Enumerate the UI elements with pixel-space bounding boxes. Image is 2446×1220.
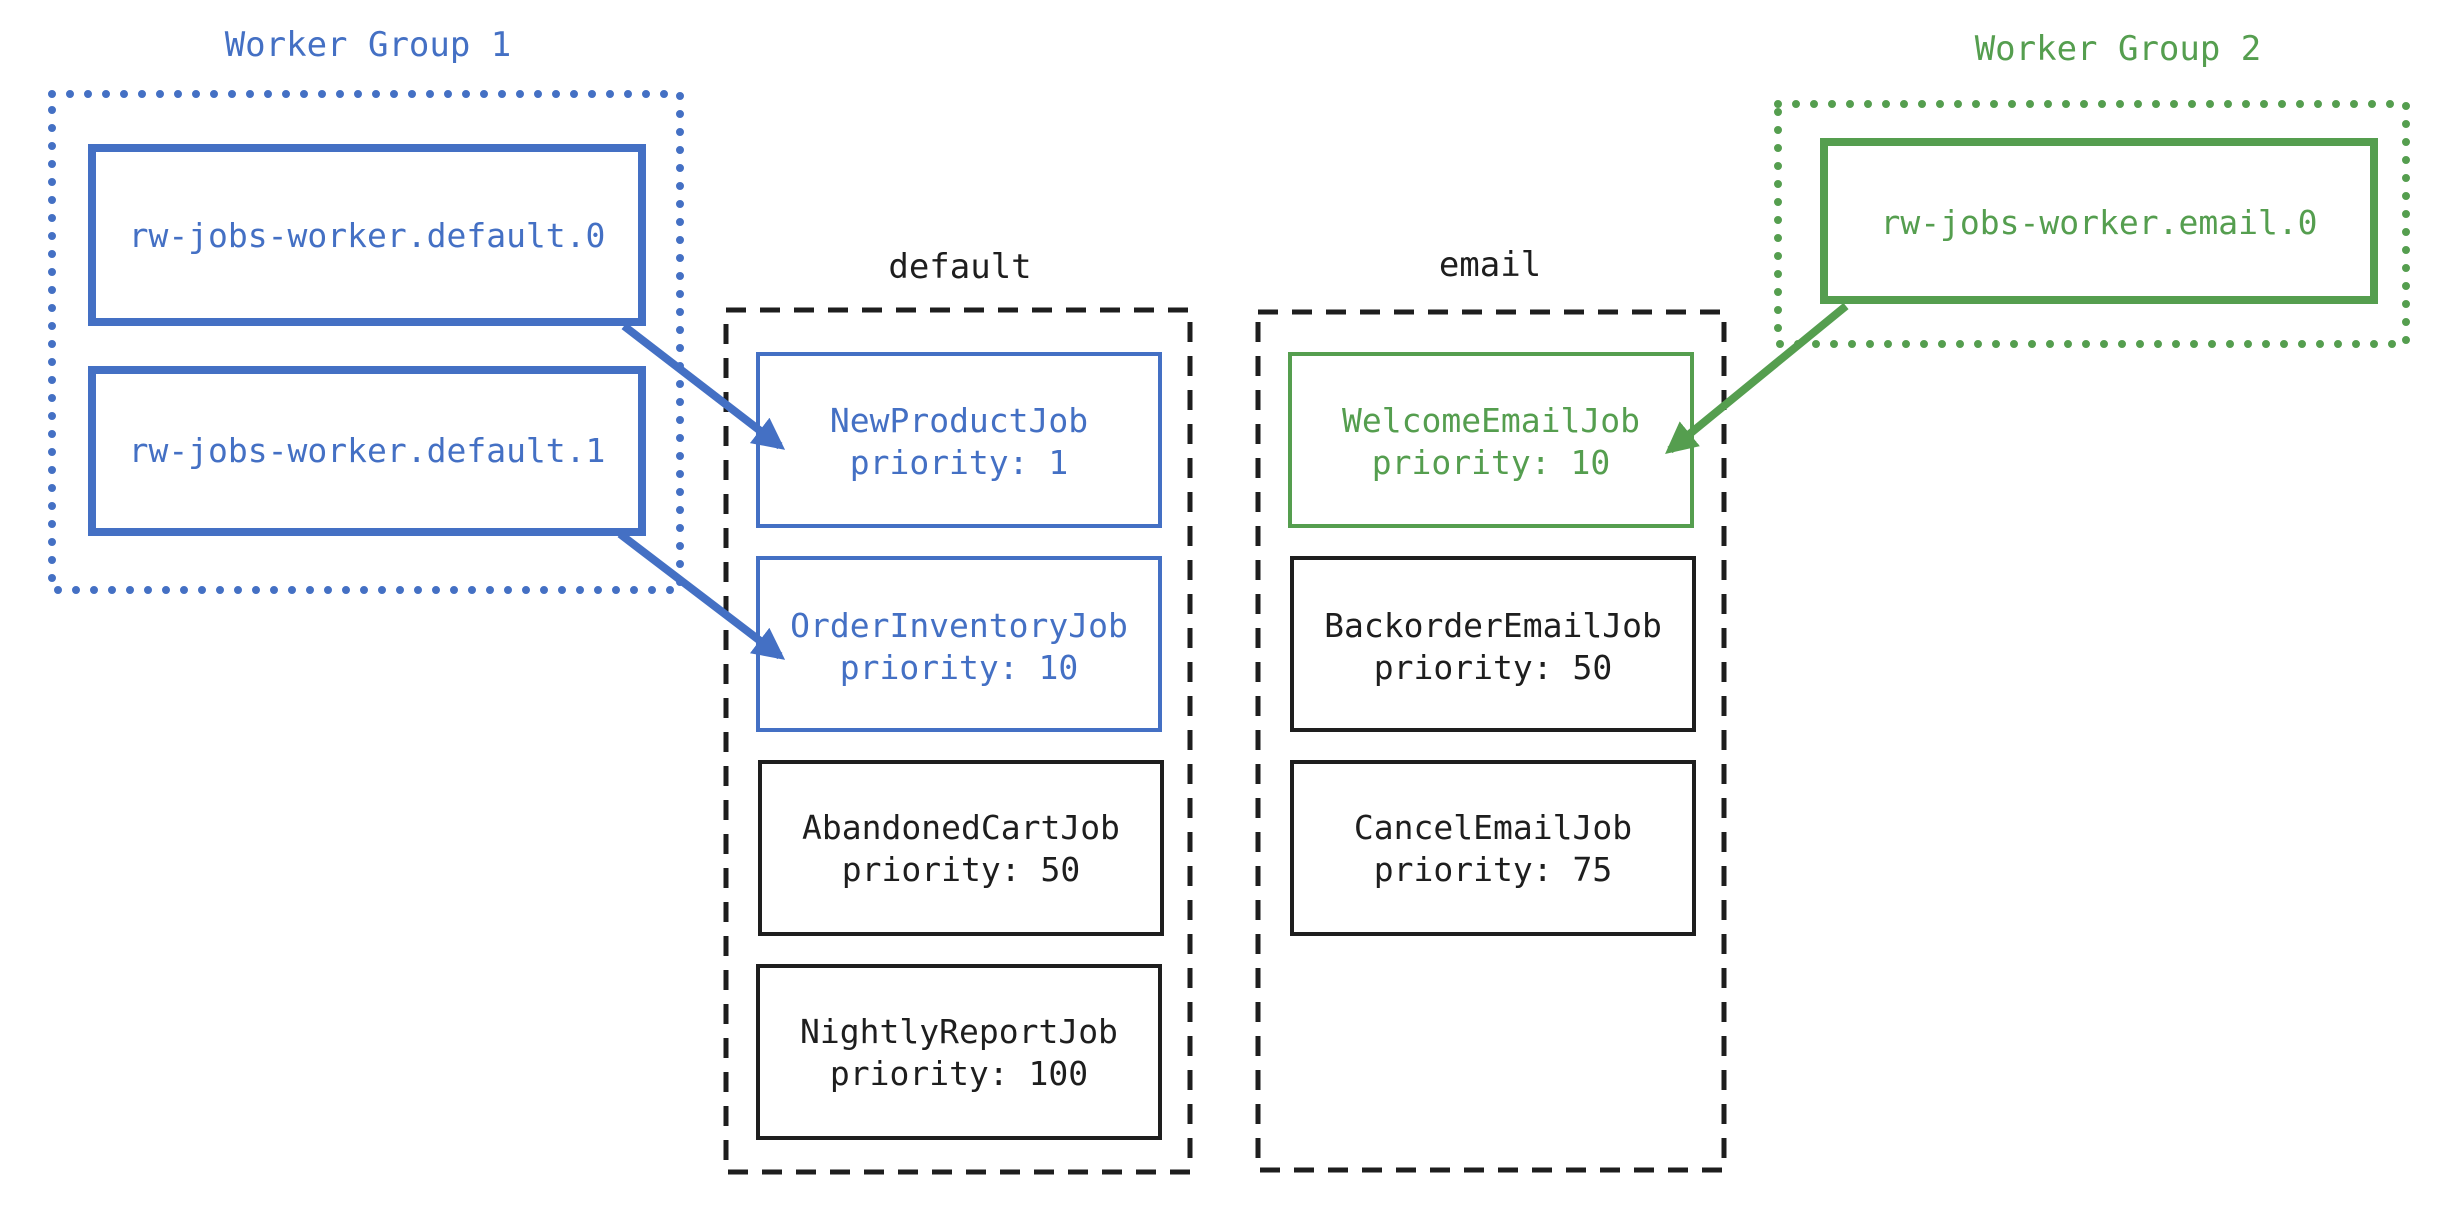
queue-email-title: email — [1439, 245, 1541, 285]
job-name: NewProductJob — [830, 401, 1088, 440]
worker-name: rw-jobs-worker.default.0 — [129, 216, 606, 255]
job-box-frame — [756, 352, 1162, 528]
worker-box: rw-jobs-worker.default.0 — [88, 144, 646, 326]
job-priority: priority: 100 — [830, 1054, 1088, 1093]
job-priority: priority: 50 — [842, 850, 1080, 889]
job-box: AbandonedCartJob priority: 50 — [758, 760, 1164, 936]
job-name: CancelEmailJob — [1354, 808, 1632, 847]
queue-default-title: default — [888, 247, 1031, 287]
job-name: WelcomeEmailJob — [1342, 401, 1640, 440]
job-box-frame — [756, 556, 1162, 732]
job-box-frame — [756, 964, 1162, 1140]
worker-box: rw-jobs-worker.email.0 — [1820, 138, 2378, 304]
arrow-worker-default-0-to-new-product-job — [621, 322, 786, 450]
job-box-frame — [758, 760, 1164, 936]
job-priority: priority: 50 — [1374, 648, 1612, 687]
job-box-frame — [1290, 760, 1696, 936]
worker-name: rw-jobs-worker.email.0 — [1880, 203, 2317, 242]
job-priority: priority: 1 — [850, 443, 1069, 482]
arrow-worker-email-0-to-welcome-email-job — [1665, 302, 1849, 455]
worker-group-2: Worker Group 2 rw-jobs-worker.email.0 — [1774, 29, 2410, 348]
job-name: AbandonedCartJob — [802, 808, 1120, 847]
job-priority: priority: 75 — [1374, 850, 1612, 889]
job-box: OrderInventoryJob priority: 10 — [756, 556, 1162, 732]
job-priority: priority: 10 — [1372, 443, 1610, 482]
worker-group-1-title: Worker Group 1 — [225, 25, 512, 65]
job-name: NightlyReportJob — [800, 1012, 1118, 1051]
job-box: CancelEmailJob priority: 75 — [1290, 760, 1696, 936]
queue-email-boundary — [1255, 309, 1727, 1173]
job-box-frame — [1288, 352, 1694, 528]
job-box: NewProductJob priority: 1 — [756, 352, 1162, 528]
worker-group-1: Worker Group 1 rw-jobs-worker.default.0 … — [48, 25, 684, 594]
job-name: OrderInventoryJob — [790, 606, 1128, 645]
arrow-worker-default-1-to-order-inventory-job — [617, 530, 786, 660]
job-name: BackorderEmailJob — [1324, 606, 1662, 645]
worker-group-1-boundary — [48, 90, 684, 594]
job-box: WelcomeEmailJob priority: 10 — [1288, 352, 1694, 528]
worker-box-frame — [1820, 138, 2378, 304]
worker-name: rw-jobs-worker.default.1 — [129, 431, 606, 470]
worker-group-2-title: Worker Group 2 — [1975, 29, 2262, 69]
worker-box-frame — [88, 144, 646, 326]
queue-email: email WelcomeEmailJob priority: 10 Backo… — [1255, 245, 1727, 1173]
job-priority: priority: 10 — [840, 648, 1078, 687]
queue-default: default NewProductJob priority: 1 OrderI… — [723, 247, 1193, 1175]
job-box: BackorderEmailJob priority: 50 — [1290, 556, 1696, 732]
job-box-frame — [1290, 556, 1696, 732]
worker-box: rw-jobs-worker.default.1 — [88, 366, 646, 536]
job-box: NightlyReportJob priority: 100 — [756, 964, 1162, 1140]
worker-box-frame — [88, 366, 646, 536]
worker-group-2-boundary — [1774, 100, 2410, 348]
queue-default-boundary — [723, 307, 1193, 1175]
